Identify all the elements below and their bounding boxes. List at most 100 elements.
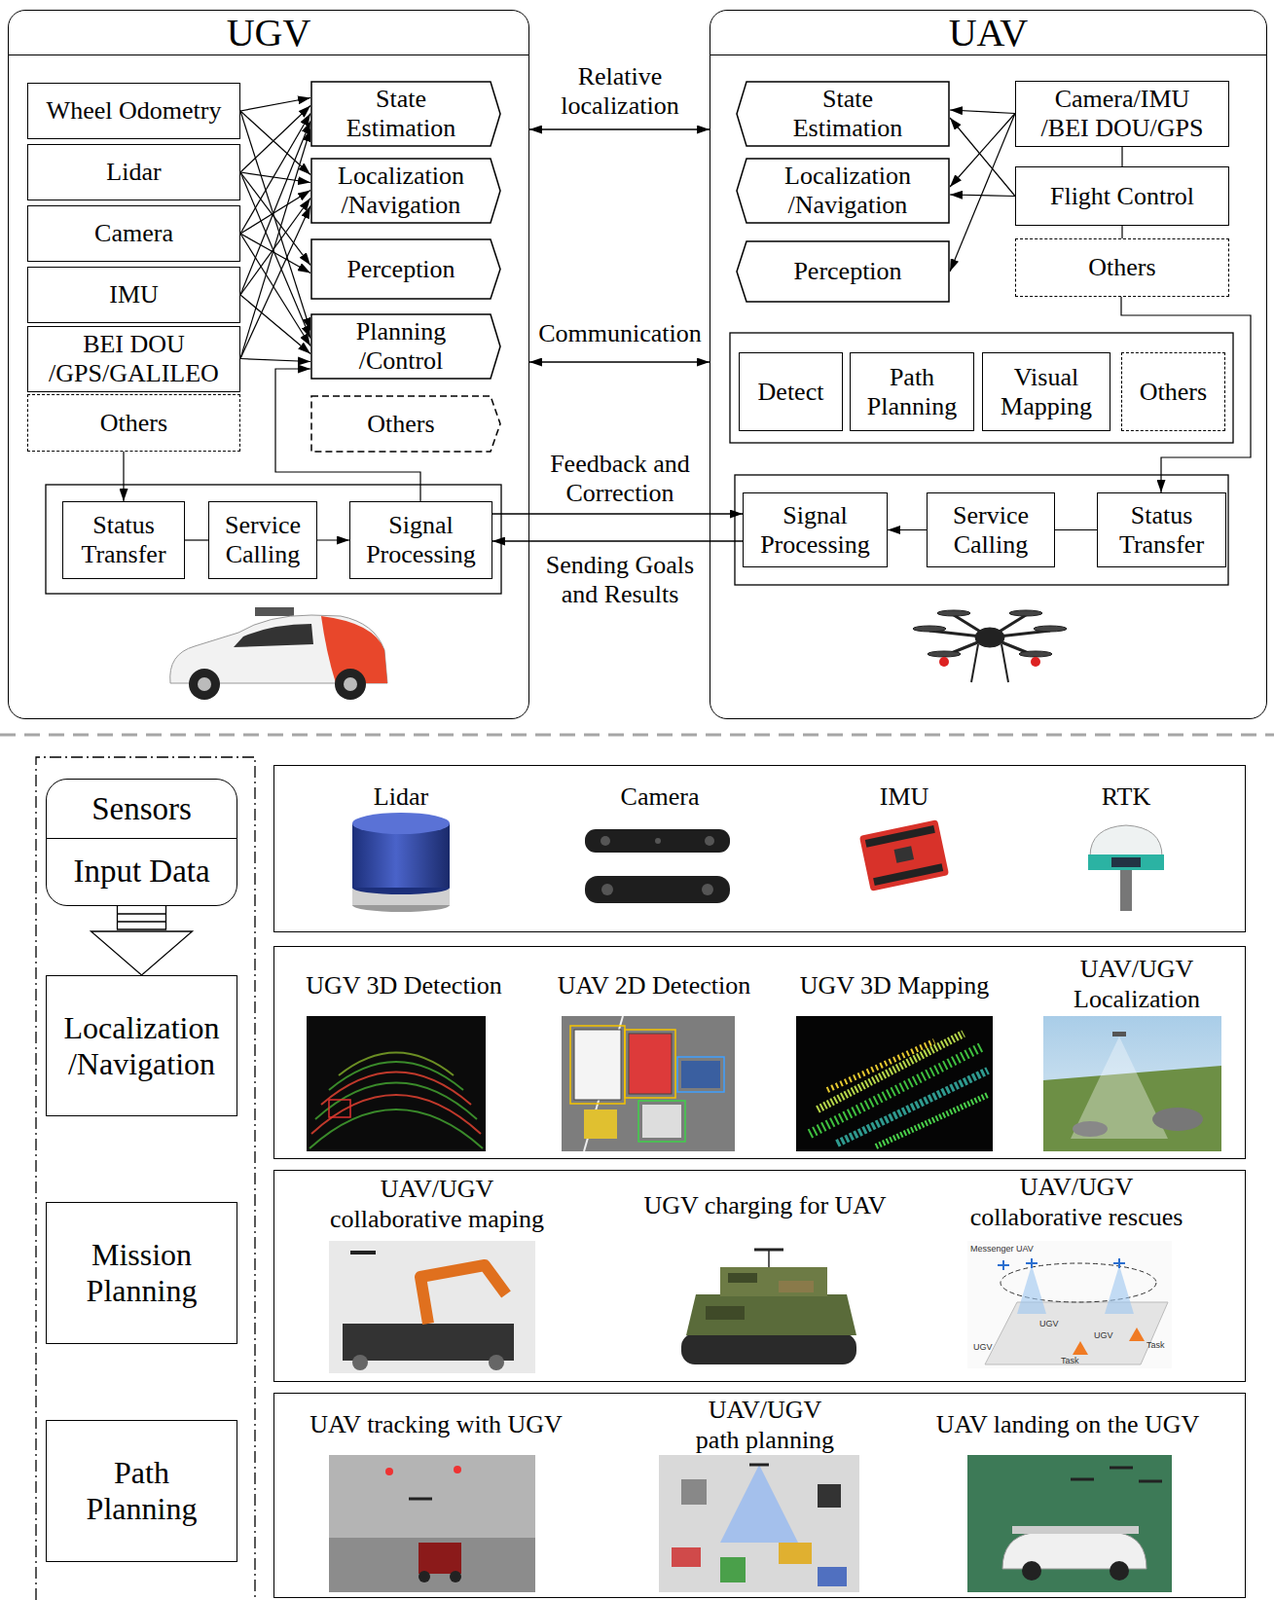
edge-label: Relative localization bbox=[554, 62, 687, 121]
ugv-3d-mapping-image bbox=[875, 1094, 988, 1147]
uav-2d-detection-image bbox=[624, 1029, 676, 1098]
camera-illustration bbox=[584, 829, 730, 853]
collaborative-mapping-image bbox=[420, 1265, 507, 1324]
module-box: Perception bbox=[735, 240, 950, 303]
drone-illustration bbox=[1009, 610, 1043, 617]
drone-illustration bbox=[1030, 656, 1041, 667]
ugv-charging-image bbox=[705, 1306, 745, 1320]
uav-2d-detection-image bbox=[561, 1016, 735, 1152]
example-caption: Lidar bbox=[332, 781, 470, 812]
node-label: Service Calling bbox=[945, 501, 1038, 560]
connector bbox=[1121, 146, 1123, 168]
module-box: Perception bbox=[310, 238, 502, 300]
tracking-hall-image bbox=[408, 1497, 433, 1501]
module-box: Planning /Control bbox=[310, 313, 502, 380]
ugv-3d-mapping-image bbox=[827, 1041, 935, 1091]
tracking-hall-image bbox=[385, 1467, 394, 1476]
image-label: UGV bbox=[973, 1343, 993, 1352]
ugv-charging-image bbox=[720, 1267, 828, 1297]
drone-illustration bbox=[937, 610, 971, 617]
ugv-3d-detection-image bbox=[306, 1016, 486, 1152]
imu-illustration bbox=[865, 825, 936, 848]
drone-illustration bbox=[971, 644, 979, 683]
image-label: UGV bbox=[1039, 1319, 1059, 1329]
connector bbox=[240, 129, 311, 360]
lidar-illustration bbox=[352, 812, 450, 912]
module-outline bbox=[736, 158, 949, 223]
panel-title: UGV bbox=[8, 10, 529, 55]
node-label: Path Planning bbox=[863, 363, 961, 422]
node-label: Perception bbox=[793, 256, 902, 287]
module-box: Localization /Navigation bbox=[310, 157, 502, 224]
camera-illustration bbox=[584, 829, 730, 904]
collaborative-rescue-image bbox=[967, 1240, 1172, 1369]
node-label: Localization /Navigation bbox=[332, 161, 470, 220]
path-planning-image bbox=[778, 1542, 812, 1565]
example-caption: UGV 3D Mapping bbox=[782, 970, 1007, 1001]
ugv-charging-image bbox=[778, 1280, 814, 1293]
car-illustration bbox=[197, 677, 212, 692]
ugv-3d-mapping-image bbox=[809, 1046, 983, 1134]
sensor-box: Others bbox=[1015, 238, 1230, 297]
example-caption: UAV/UGV path planning bbox=[690, 1394, 841, 1456]
stage-box: Localization /Navigation bbox=[45, 975, 238, 1117]
uav-2d-detection-image bbox=[638, 1100, 686, 1142]
service-box: Signal Processing bbox=[349, 501, 493, 580]
tracking-hall-image bbox=[418, 1542, 462, 1574]
tracking-hall-image bbox=[453, 1465, 462, 1474]
rtk-illustration bbox=[1120, 870, 1132, 911]
path-planning-image bbox=[658, 1455, 860, 1593]
collaborative-mapping-image bbox=[488, 1354, 505, 1371]
sensor-box: Lidar bbox=[27, 144, 241, 201]
connector bbox=[240, 233, 311, 274]
function-box: Others bbox=[1121, 352, 1226, 432]
collaborative-rescue-image bbox=[984, 1302, 1168, 1365]
path-planning-image bbox=[749, 1463, 769, 1467]
example-row: UAV tracking with UGVUAV/UGV path planni… bbox=[273, 1392, 1246, 1599]
stage-box: Path Planning bbox=[45, 1419, 238, 1563]
car-illustration bbox=[343, 677, 358, 692]
ugv-service-group bbox=[45, 484, 502, 594]
path-planning-image bbox=[720, 1464, 799, 1543]
stage-column-outline bbox=[36, 757, 255, 1600]
camera-illustration bbox=[600, 836, 611, 846]
block-arrow bbox=[91, 906, 193, 976]
node-heading: Sensors bbox=[46, 779, 237, 838]
node-label: Others bbox=[1139, 377, 1207, 407]
service-box: Signal Processing bbox=[742, 492, 888, 568]
service-box: Status Transfer bbox=[62, 501, 185, 580]
localization-scene-image bbox=[1043, 1016, 1222, 1152]
connector bbox=[949, 117, 1016, 197]
collaborative-rescue-image bbox=[997, 1258, 1126, 1271]
car-illustration bbox=[334, 668, 366, 700]
ugv-charging-image bbox=[681, 1333, 857, 1365]
uav-2d-detection-image bbox=[642, 1104, 682, 1138]
node-label: State Estimation bbox=[337, 84, 465, 144]
localization-scene-image bbox=[1043, 1016, 1222, 1152]
ugv-3d-detection-image bbox=[315, 1083, 477, 1121]
node-label: IMU bbox=[109, 280, 159, 310]
tracking-hall-image bbox=[328, 1455, 536, 1593]
uav-2d-detection-image bbox=[681, 1060, 721, 1089]
edge-label: Sending Goals and Results bbox=[537, 550, 703, 610]
localization-scene-image bbox=[1072, 1121, 1108, 1137]
path-planning-image bbox=[720, 1557, 746, 1583]
connector bbox=[492, 512, 743, 515]
connector bbox=[1121, 225, 1123, 239]
connector bbox=[529, 361, 710, 364]
node-label: Flight Control bbox=[1050, 182, 1195, 212]
example-row: LidarCameraIMURTK bbox=[273, 764, 1246, 933]
service-box: Service Calling bbox=[208, 501, 318, 580]
localization-scene-image bbox=[1112, 1031, 1127, 1037]
camera-illustration bbox=[601, 883, 614, 896]
collaborative-mapping-image bbox=[342, 1323, 514, 1361]
connector bbox=[492, 540, 743, 543]
sensor-box: Flight Control bbox=[1015, 166, 1230, 226]
path-planning-image bbox=[817, 1484, 841, 1508]
drone-illustration bbox=[939, 656, 949, 667]
uav-2d-detection-image bbox=[574, 1029, 621, 1100]
tracking-hall-image bbox=[418, 1570, 431, 1583]
rtk-illustration bbox=[1111, 857, 1141, 868]
image-label: Task bbox=[1060, 1356, 1080, 1366]
node-divider bbox=[46, 837, 237, 839]
